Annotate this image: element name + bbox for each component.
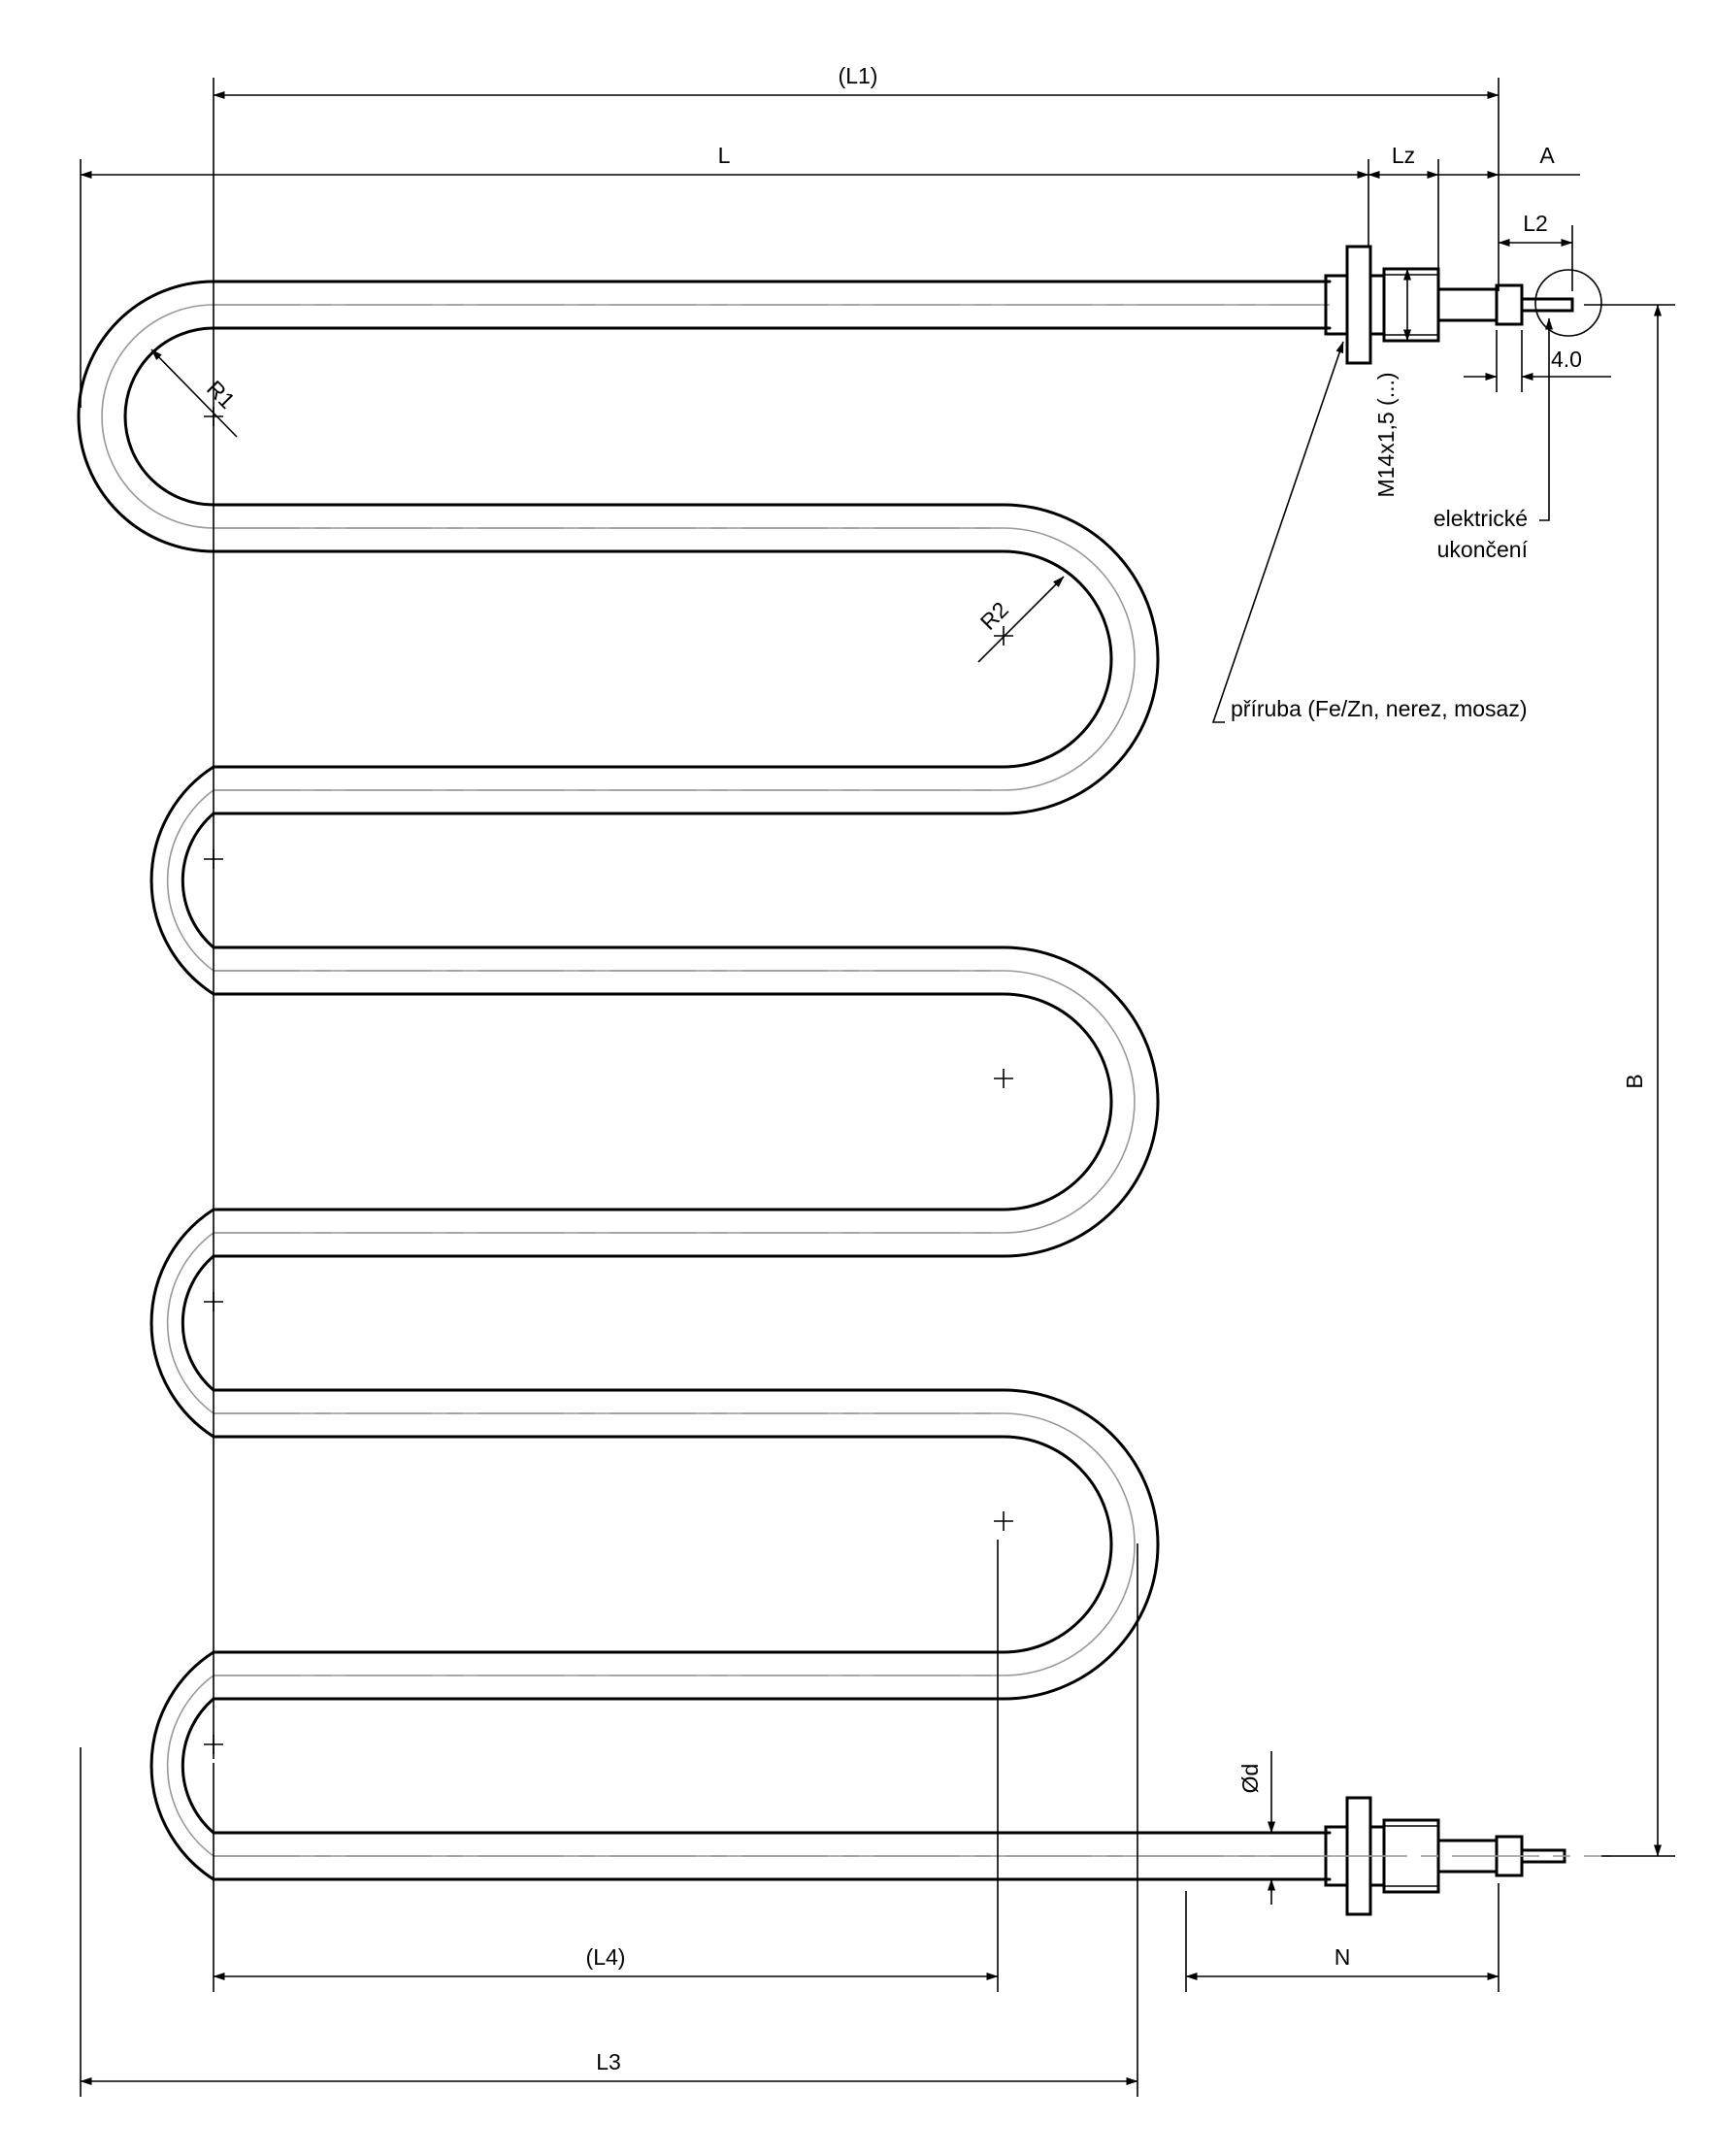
- dim-N-label: N: [1335, 1944, 1351, 1970]
- dim-d: Ød: [1237, 1751, 1275, 1905]
- dim-A: A: [1438, 143, 1580, 179]
- dim-L-label: L: [718, 143, 731, 168]
- top-flange-collar-right: [1368, 274, 1386, 336]
- dim-thread: M14x1,5 (...): [1373, 268, 1411, 498]
- dim-L1-label: (L1): [839, 63, 878, 88]
- bottom-fitting: [1320, 1796, 1611, 1916]
- dim-thread-label: M14x1,5 (...): [1373, 372, 1399, 497]
- top-flange-nut: [1345, 245, 1372, 365]
- dim-L: L: [80, 143, 1369, 408]
- terminal-note-line2: ukončení: [1437, 537, 1529, 562]
- dim-L2: L2: [1498, 211, 1573, 291]
- dim-L4: (L4): [213, 1540, 999, 1992]
- notes: elektrické ukončení příruba (Fe/Zn, nere…: [1211, 317, 1553, 723]
- top-flange-collar: [1324, 274, 1349, 336]
- heating-tube: [77, 280, 1332, 1881]
- dim-B: B: [1584, 304, 1675, 1857]
- tube-outer-contour: [77, 280, 1332, 1881]
- top-terminal-cap: [1495, 283, 1524, 326]
- top-terminal-pin: [1520, 297, 1574, 313]
- flange-leader: [1211, 341, 1344, 723]
- dim-R2: R2: [975, 576, 1065, 663]
- dim-B-label: B: [1622, 1074, 1647, 1088]
- dim-R1: R1: [150, 348, 240, 438]
- terminal-leader: [1539, 317, 1553, 521]
- dim-R2-label: R2: [975, 597, 1013, 635]
- flange-note: příruba (Fe/Zn, nerez, mosaz): [1231, 696, 1528, 721]
- dim-L3: L3: [80, 1543, 1138, 2097]
- dim-4: 4.0: [1464, 330, 1611, 392]
- dim-L2-label: L2: [1523, 211, 1548, 236]
- dim-N: N: [1185, 1883, 1500, 1992]
- top-fitting: [1324, 245, 1602, 365]
- terminal-note-line1: elektrické: [1434, 506, 1528, 531]
- bend-centre-marks: [204, 407, 1013, 1754]
- straight-run-axes: [214, 304, 1320, 1857]
- dim-L3-label: L3: [596, 2049, 621, 2074]
- tube-centerline: [101, 304, 1330, 1857]
- tube-inner-contour: [123, 326, 1332, 1835]
- dim-d-label: Ød: [1237, 1764, 1263, 1794]
- dim-L4-label: (L4): [586, 1944, 626, 1970]
- dim-A-label: A: [1539, 143, 1555, 168]
- dim-L1: (L1): [213, 63, 1500, 1759]
- top-terminal-sleeve: [1436, 287, 1499, 322]
- top-thread: [1382, 267, 1440, 343]
- dim-Lz: Lz: [1368, 143, 1439, 269]
- dimensions: (L1) L Lz A L2: [80, 63, 1675, 2097]
- dim-4-label: 4.0: [1551, 347, 1582, 372]
- terminal-detail-circle: [1534, 269, 1602, 337]
- dim-Lz-label: Lz: [1392, 143, 1415, 168]
